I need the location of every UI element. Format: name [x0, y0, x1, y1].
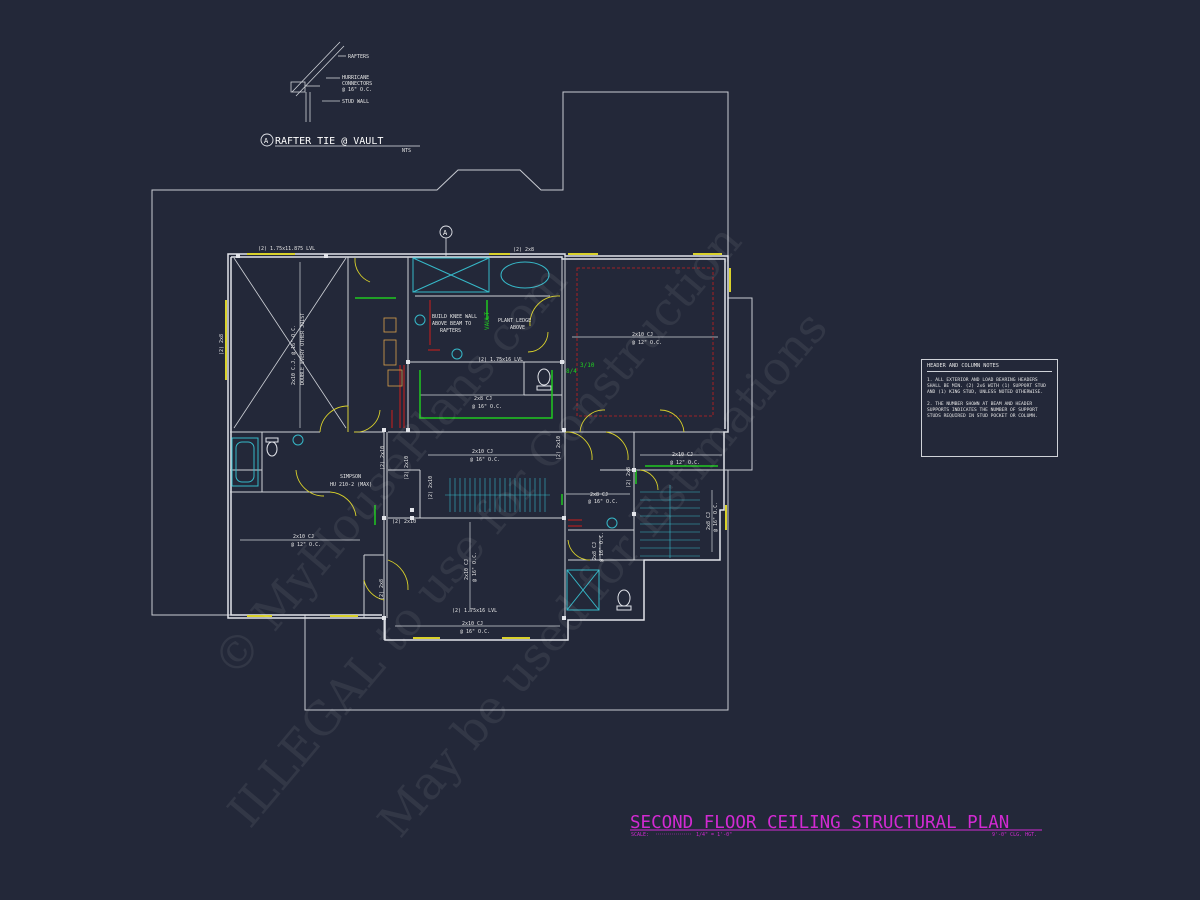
detail-label-stud-wall: STUD WALL: [342, 99, 369, 105]
callout-hdr-2x10-a: (2) 2x10: [380, 446, 386, 470]
callout-cj-vertical-2: @ 16" O.C.: [472, 552, 478, 582]
closet-shelving: [383, 317, 403, 387]
callout-cj-bottom-1: 2x10 CJ: [462, 621, 483, 627]
callout-cj-stair-2: @ 16" O.C.: [713, 502, 719, 532]
callout-hdr-2x8-c: (2) 2x8: [379, 579, 385, 600]
callout-lvl-bottom: (2) 1.75x16 LVL: [452, 608, 497, 614]
section-marker: A: [439, 225, 453, 256]
detail-label-connectors: CONNECTORS: [342, 81, 372, 87]
green-mark-1: 3/10: [580, 362, 595, 369]
callout-vault-cj: 2x10 C.J. @ 16" O.C.: [291, 325, 297, 385]
detail-label-spacing: @ 16" O.C.: [342, 87, 372, 93]
red-walls: [391, 300, 582, 527]
callout-cj-bath-1: 2x8 CJ: [474, 396, 492, 402]
windows: [225, 253, 731, 639]
callout-lvl-mid: (2) 1.75x16 LVL: [478, 357, 523, 363]
callout-knee-wall-1: BUILD KNEE WALL: [432, 314, 477, 320]
svg-text:A: A: [443, 229, 448, 237]
callout-cj-bed-left-2: @ 12" O.C.: [291, 542, 321, 548]
callout-cj-bed-right-1: 2x10 CJ: [632, 332, 653, 338]
notes-title: HEADER AND COLUMN NOTES: [927, 363, 1052, 372]
callout-cj-right-hall-1: 2x10 CJ: [672, 452, 693, 458]
callout-cj-hall-2: @ 16" O.C.: [470, 457, 500, 463]
callout-header-2x8: (2) 2x8: [513, 247, 534, 253]
plan-scale-label: SCALE:: [631, 832, 649, 838]
plan-title: SECOND FLOOR CEILING STRUCTURAL PLAN: [630, 813, 1009, 833]
callout-simpson-1: SIMPSON: [340, 474, 361, 480]
plan-ceiling-height: 9'-0" CLG. HGT.: [992, 832, 1037, 838]
callout-double-joist: DOUBLE EVERY OTHER JOIST: [300, 313, 306, 385]
notes-item-2: 2. THE NUMBER SHOWN AT BEAM AND HEADER S…: [927, 401, 1038, 420]
callout-cj-bottom-2: @ 16" O.C.: [460, 629, 490, 635]
callout-cj-right-hall-2: @ 12" O.C.: [670, 460, 700, 466]
detail-title: RAFTER TIE @ VAULT: [275, 136, 383, 147]
toilets: [265, 368, 632, 611]
callout-cj-small-2: @ 16" O.C.: [599, 532, 605, 562]
callout-simpson-2: HU 210-2 (MAX): [330, 482, 372, 488]
callout-sideways-2x8: (2) 2x8: [219, 334, 225, 355]
callout-plant-ledge-1: PLANT LEDGE: [498, 318, 531, 324]
detail-marker-circle: [260, 133, 274, 147]
callout-hdr-2x10-d: (2) 2x10: [428, 476, 434, 500]
callout-vault: VAULT: [484, 312, 491, 330]
bath-fixtures: [231, 257, 618, 611]
callout-cj-bed-left-1: 2x10 CJ: [293, 534, 314, 540]
door-swings: [295, 257, 685, 601]
header-column-notes: HEADER AND COLUMN NOTES 1. ALL EXTERIOR …: [921, 359, 1058, 457]
callout-cj-landing-2: @ 16" O.C.: [588, 499, 618, 505]
callout-plant-ledge-2: ABOVE: [510, 325, 525, 331]
detail-scale: NTS: [402, 148, 411, 154]
rafter-tie-detail: A RAFTER TIE @ VAULT NTS RAFTERS HURRICA…: [260, 41, 420, 154]
callout-cj-vertical-1: 2x10 CJ: [464, 559, 470, 580]
notes-item-1: 1. ALL EXTERIOR AND LOAD BEARING HEADERS…: [927, 378, 1046, 396]
callout-hdr-2x8-b: (2) 2x8: [626, 467, 632, 488]
detail-label-hurricane: HURRICANE: [342, 75, 369, 81]
callout-hdr-2x10-b: (2) 2x10: [404, 456, 410, 480]
watermark: © MyHousePlans.com ILLEGAL to use for Co…: [202, 214, 838, 847]
callout-knee-wall-2: ABOVE BEAM TO: [432, 321, 471, 327]
callout-cj-bed-right-2: @ 12" O.C.: [632, 340, 662, 346]
plan-title-block: SECOND FLOOR CEILING STRUCTURAL PLAN SCA…: [630, 813, 1042, 838]
callout-lvl-top: (2) 1.75x11.875 LVL: [258, 246, 315, 252]
detail-marker-letter: A: [264, 137, 269, 145]
bedroom-tray-outline: [576, 267, 714, 417]
vault-ceiling-x: [233, 257, 347, 429]
callout-hdr-2x10-e: (2) 2x10: [392, 519, 416, 525]
callout-hdr-2x10-c: (2) 2x10: [556, 436, 562, 460]
green-wall-markers: [355, 297, 718, 525]
plan-scale-value: 1/4" = 1'-0": [696, 832, 732, 838]
column-points: [236, 254, 636, 620]
callout-knee-wall-3: RAFTERS: [440, 328, 461, 334]
callout-cj-bath-2: @ 16" O.C.: [472, 404, 502, 410]
callout-cj-stair-1: 2x8 CJ: [706, 512, 712, 530]
green-mark-2: 8/4: [566, 368, 577, 375]
stairs: [445, 478, 700, 558]
detail-label-rafters: RAFTERS: [348, 54, 369, 60]
callout-cj-landing-1: 2x8 CJ: [590, 492, 608, 498]
callout-cj-hall-1: 2x10 CJ: [472, 449, 493, 455]
callout-cj-small-1: 2x8 CJ: [592, 542, 598, 560]
joist-span-arrows: [240, 262, 722, 627]
